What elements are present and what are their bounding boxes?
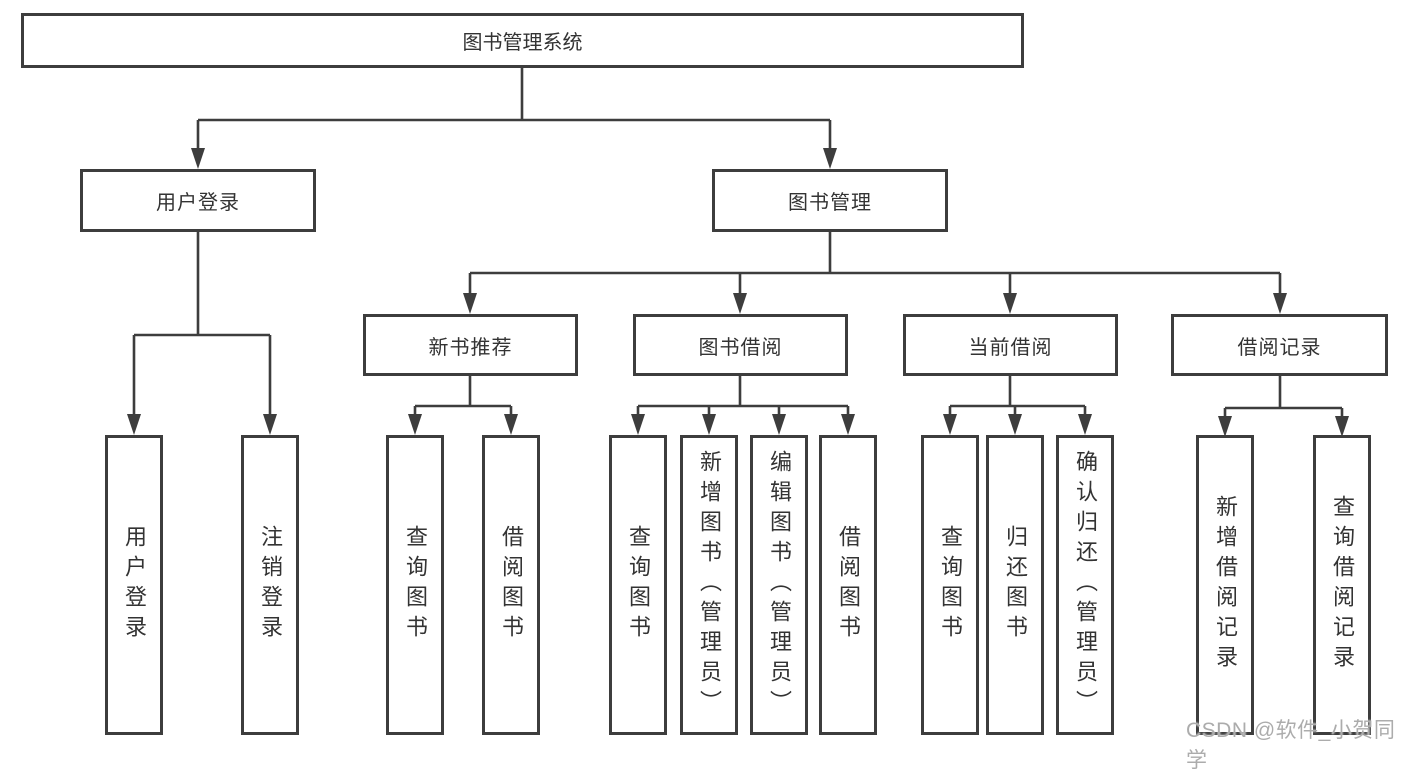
node-label: 图书借阅 (698, 336, 783, 359)
leaf-edit-books-admin: 编辑图书（管理员） (750, 435, 808, 735)
leaf-add-borrow-record: 新增借阅记录 (1196, 435, 1254, 735)
leaf-add-books-admin: 新增图书（管理员） (680, 435, 738, 735)
leaf-query-books-recommend: 查询图书 (386, 435, 444, 735)
node-user-login: 用户登录 (80, 169, 316, 232)
leaf-query-books-current: 查询图书 (921, 435, 979, 735)
node-label: 新增借阅记录 (1213, 495, 1238, 675)
node-label: 查询图书 (938, 525, 963, 645)
node-current-borrow: 当前借阅 (903, 314, 1118, 376)
node-label: 查询图书 (403, 525, 428, 645)
leaf-logout: 注销登录 (241, 435, 299, 735)
node-label: 图书管理 (788, 192, 872, 214)
node-label: 归还图书 (1003, 525, 1028, 645)
node-label: 查询借阅记录 (1330, 495, 1355, 675)
node-label: 用户登录 (156, 192, 240, 214)
node-library-system: 图书管理系统 (21, 13, 1024, 68)
node-label: 借阅图书 (499, 525, 524, 645)
node-book-borrow: 图书借阅 (633, 314, 848, 376)
connector-lines (127, 67, 1349, 437)
leaf-borrow-books-recommend: 借阅图书 (482, 435, 540, 735)
node-label: 查询图书 (626, 525, 651, 645)
node-label: 借阅图书 (836, 525, 861, 645)
node-label: 确认归还（管理员） (1073, 450, 1098, 720)
leaf-query-borrow-record: 查询借阅记录 (1313, 435, 1371, 735)
node-book-management: 图书管理 (712, 169, 948, 232)
node-label: 图书管理系统 (462, 32, 583, 54)
node-label: 注销登录 (258, 525, 283, 645)
node-borrow-records: 借阅记录 (1171, 314, 1388, 376)
node-label: 借阅记录 (1237, 336, 1322, 359)
csdn-watermark: CSDN @软件_小贺同学 (1186, 719, 1396, 772)
node-label: 新增图书（管理员） (697, 450, 722, 720)
leaf-return-books: 归还图书 (986, 435, 1044, 735)
node-label: 当前借阅 (968, 336, 1053, 359)
node-label: 用户登录 (122, 525, 147, 645)
node-new-book-recommend: 新书推荐 (363, 314, 578, 376)
node-label: 新书推荐 (428, 336, 513, 359)
leaf-borrow-books: 借阅图书 (819, 435, 877, 735)
leaf-query-books-borrow: 查询图书 (609, 435, 667, 735)
node-label: 编辑图书（管理员） (767, 450, 792, 720)
leaf-user-login: 用户登录 (105, 435, 163, 735)
leaf-confirm-return-admin: 确认归还（管理员） (1056, 435, 1114, 735)
